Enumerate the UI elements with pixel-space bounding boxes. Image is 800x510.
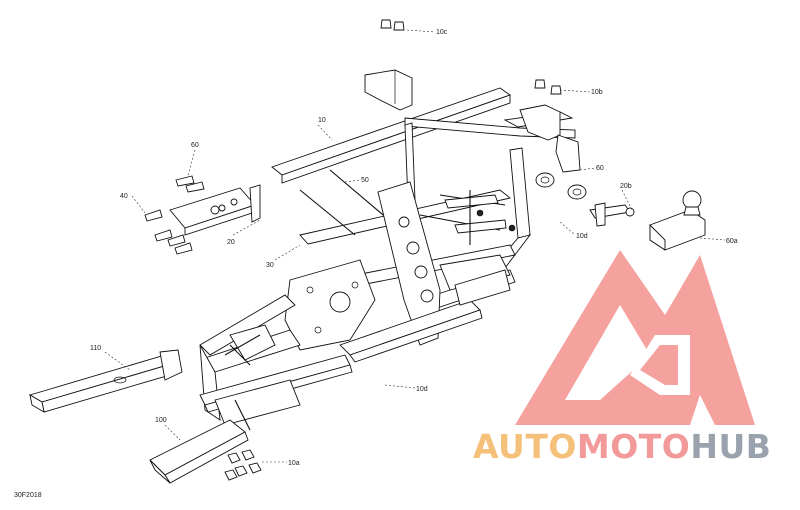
callout-label: 40	[120, 193, 128, 200]
callout-label: 30	[266, 262, 274, 269]
nuts-10a	[224, 449, 262, 481]
callout-label: 60	[596, 165, 604, 172]
callout-label: 10d	[576, 233, 588, 240]
watermark-logo	[515, 250, 755, 425]
frame-assembly	[149, 69, 581, 484]
callout-label: 10a	[288, 460, 300, 467]
callout-label: 60	[191, 142, 199, 149]
callout-label: 10	[318, 117, 326, 124]
bushings-60	[476, 172, 587, 232]
watermark-part-hub: HUB	[690, 427, 771, 466]
bolts-left	[144, 175, 220, 255]
callout-label: 20	[227, 239, 235, 246]
callout-label: 20b	[620, 183, 632, 190]
callout-label: 110	[90, 345, 101, 352]
leader-lines	[104, 29, 726, 463]
callout-label: 10d	[416, 386, 428, 393]
callout-labels: 10c 10b 10 60 50 60 20b 40 10d 20 30 60a…	[90, 29, 738, 467]
callout-label: 10c	[436, 29, 448, 36]
callout-label: 100	[155, 417, 167, 424]
callout-label: 50	[361, 177, 369, 184]
svg-text:AUTOMOTOHUB: AUTOMOTOHUB	[473, 427, 771, 466]
watermark-part-moto: MOTO	[577, 427, 690, 466]
callout-label: 10b	[591, 89, 603, 96]
bolts-top	[380, 19, 562, 95]
pin-20b	[589, 202, 635, 227]
callout-label: 60a	[726, 238, 738, 245]
watermark-part-auto: AUTO	[473, 427, 577, 466]
crossbar-110	[28, 349, 183, 413]
watermark-text: AUTOMOTOHUB	[473, 427, 771, 466]
hitch-ball-60a	[649, 190, 706, 251]
diagram-code: 30F2018	[14, 492, 42, 499]
